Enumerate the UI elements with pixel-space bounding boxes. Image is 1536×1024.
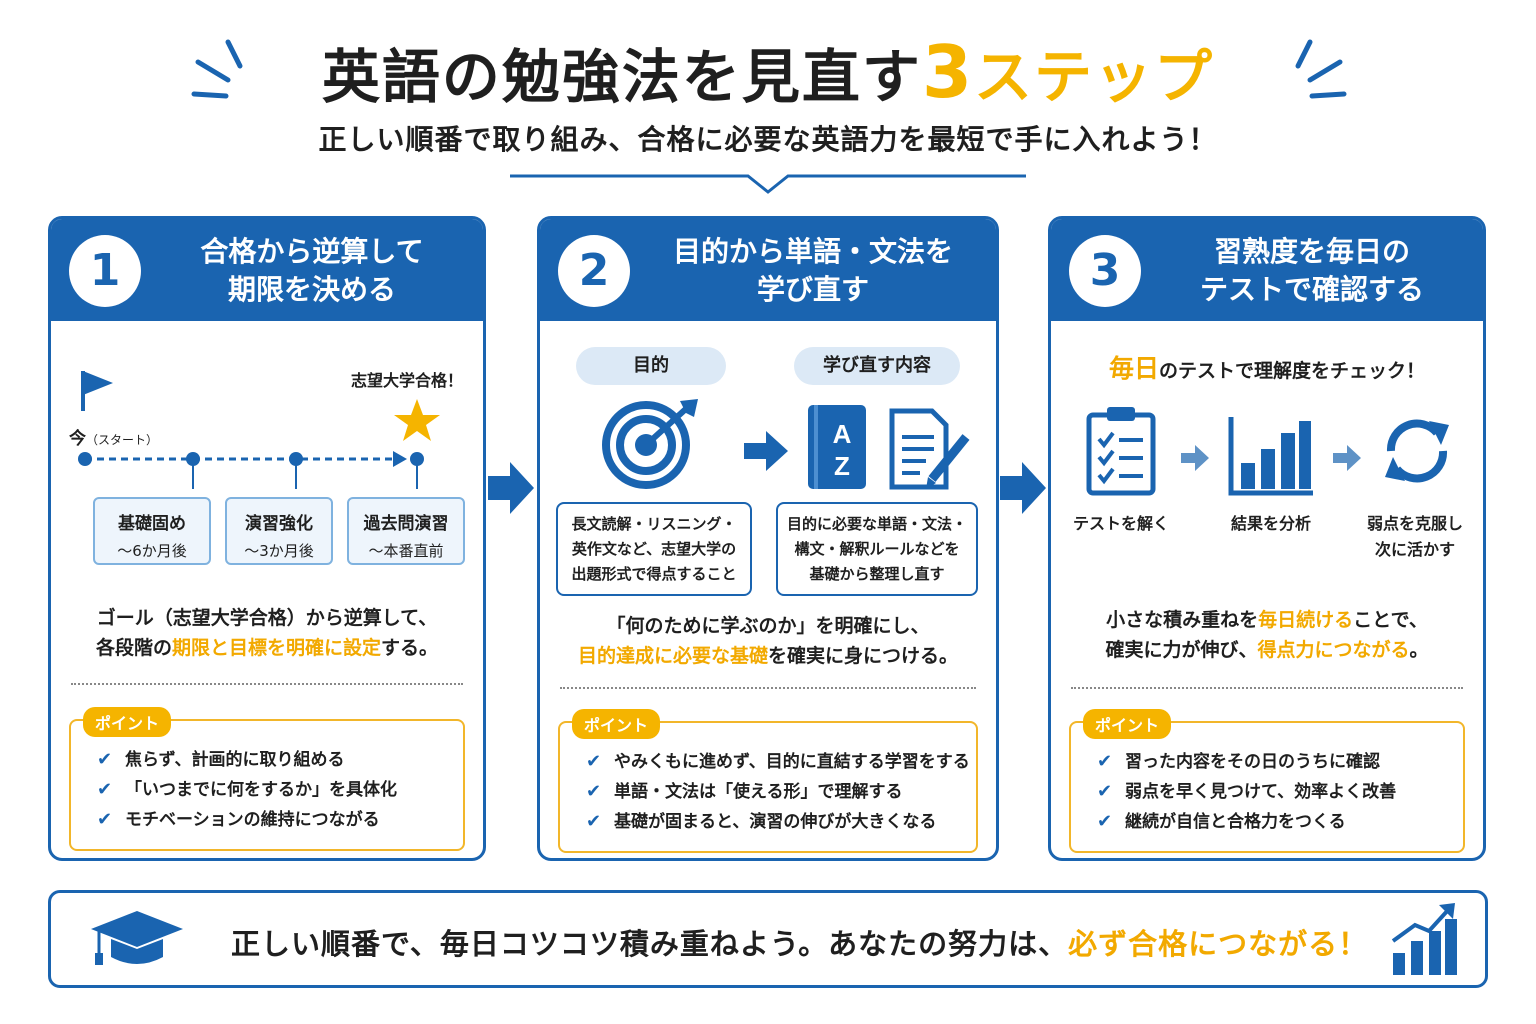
step-card-2: 2 目的から単語・文法を学び直す 目的 学び直す内容 A Z 長文読解・リスニン… xyxy=(537,216,999,861)
point-tag: ポイント xyxy=(1083,709,1172,739)
right-accent-lines-icon xyxy=(1295,39,1347,99)
step-description: 「何のために学ぶのか」を明確にし、 目的達成に必要な基礎を確実に身につける。 xyxy=(577,615,959,667)
page-title: 英語の勉強法を見直す3ステップ xyxy=(321,30,1215,114)
check-icon: ✔ xyxy=(97,779,113,800)
timeline xyxy=(78,371,440,489)
refresh-cycle-icon xyxy=(1385,419,1449,483)
step-card-3: 3 習熟度を毎日のテストで確認する 毎日のテストで理解度をチェック！ テストを xyxy=(1048,216,1486,861)
arrow-right-icon xyxy=(744,431,788,471)
daily-check-heading: 毎日のテストで理解度をチェック！ xyxy=(1108,354,1426,383)
timeline-dot xyxy=(78,452,92,466)
stage-box: 過去問演習〜本番直前 xyxy=(347,497,465,565)
point-box: ポイント ✔習った内容をその日のうちに確認 ✔弱点を早く見つけて、効率よく改善 … xyxy=(1069,709,1465,853)
stage-box: 基礎固め〜6か月後 xyxy=(93,497,211,565)
arrow-right-icon xyxy=(488,462,534,514)
growth-chart-icon xyxy=(1391,903,1457,975)
point-item: ✔焦らず、計画的に取り組める xyxy=(97,745,397,775)
step-number: 3 xyxy=(1069,235,1141,307)
check-icon: ✔ xyxy=(586,751,602,772)
target-icon xyxy=(602,399,698,489)
dotted-divider xyxy=(71,683,463,685)
left-accent-lines-icon xyxy=(191,39,243,99)
flag-icon xyxy=(81,371,113,411)
step-number: 1 xyxy=(69,235,141,307)
point-box: ポイント ✔やみくもに進めず、目的に直結する学習をする ✔単語・文法は「使える形… xyxy=(558,709,978,853)
cycle-step-label: テストを解く xyxy=(1072,514,1169,533)
content-box: 目的に必要な単語・文法・構文・解釈ルールなどを基礎から整理し直す xyxy=(776,502,978,596)
point-item: ✔習った内容をその日のうちに確認 xyxy=(1097,747,1396,777)
check-icon: ✔ xyxy=(1097,781,1113,802)
check-icon: ✔ xyxy=(1097,811,1113,832)
point-item: ✔継続が自信と合格力をつくる xyxy=(1097,807,1396,837)
now-label: 今（スタート） xyxy=(69,429,159,449)
star-icon xyxy=(394,399,440,441)
step-title: 目的から単語・文法を学び直す xyxy=(672,235,953,306)
document-pencil-icon xyxy=(889,408,970,490)
step-card-1: 1 合格から逆算して期限を決める 志望大学合格！ 今（スタート） 基礎固め〜6か… xyxy=(48,216,486,861)
stage-box: 演習強化〜3か月後 xyxy=(225,497,333,565)
goal-label: 志望大学合格！ xyxy=(351,371,464,390)
point-tag: ポイント xyxy=(83,707,172,737)
point-item: ✔やみくもに進めず、目的に直結する学習をする xyxy=(586,747,970,777)
point-item: ✔モチベーションの維持につながる xyxy=(97,805,397,835)
point-box: ポイント ✔焦らず、計画的に取り組める ✔「いつまでに何をするか」を具体化 ✔モ… xyxy=(69,707,465,851)
check-icon: ✔ xyxy=(1097,751,1113,772)
content-pill: 学び直す内容 xyxy=(794,347,960,385)
step-description: ゴール（志望大学合格）から逆算して、 各段階の期限と目標を明確に設定する。 xyxy=(95,607,439,659)
purpose-box: 長文読解・リスニング・英作文など、志望大学の出題形式で得点すること xyxy=(556,502,752,596)
point-item: ✔基礎が固まると、演習の伸びが大きくなる xyxy=(586,807,970,837)
bar-chart-icon xyxy=(1228,417,1313,496)
dotted-divider xyxy=(560,687,976,689)
step-description: 小さな積み重ねを毎日続けることで、 確実に力が伸び、得点力につながる。 xyxy=(1105,609,1429,661)
check-icon: ✔ xyxy=(97,809,113,830)
step-title: 習熟度を毎日のテストで確認する xyxy=(1199,235,1424,306)
step-card-header: 2 目的から単語・文法を学び直す xyxy=(540,219,996,321)
cycle-step-label: 結果を分析 xyxy=(1230,514,1311,533)
step-card-header: 3 習熟度を毎日のテストで確認する xyxy=(1051,219,1483,321)
step-card-header: 1 合格から逆算して期限を決める xyxy=(51,219,483,321)
point-item: ✔弱点を早く見つけて、効率よく改善 xyxy=(1097,777,1396,807)
step-number: 2 xyxy=(558,235,630,307)
arrow-right-icon xyxy=(1333,445,1361,471)
point-item: ✔「いつまでに何をするか」を具体化 xyxy=(97,775,397,805)
check-icon: ✔ xyxy=(586,811,602,832)
svg-text:A: A xyxy=(833,419,852,449)
header-divider xyxy=(510,174,1026,194)
dotted-divider xyxy=(1071,687,1463,689)
cycle-step-label: 弱点を克服し次に活かす xyxy=(1366,514,1463,559)
page-subtitle: 正しい順番で取り組み、合格に必要な英語力を最短で手に入れよう！ xyxy=(318,123,1218,156)
svg-text:Z: Z xyxy=(834,451,850,481)
clipboard-checklist-icon xyxy=(1086,407,1156,496)
arrow-right-icon xyxy=(1181,445,1209,471)
purpose-pill: 目的 xyxy=(576,347,726,385)
arrow-right-icon xyxy=(1000,462,1046,514)
graduation-cap-icon xyxy=(91,911,183,965)
check-icon: ✔ xyxy=(97,749,113,770)
point-item: ✔単語・文法は「使える形」で理解する xyxy=(586,777,970,807)
point-tag: ポイント xyxy=(572,709,661,739)
footer-banner: 正しい順番で、毎日コツコツ積み重ねよう。あなたの努力は、必ず合格につながる！ xyxy=(48,890,1488,988)
footer-message: 正しい順番で、毎日コツコツ積み重ねよう。あなたの努力は、必ず合格につながる！ xyxy=(231,927,1369,961)
step-title: 合格から逆算して期限を決める xyxy=(200,235,424,306)
check-icon: ✔ xyxy=(586,781,602,802)
dictionary-icon: A Z xyxy=(808,405,866,489)
